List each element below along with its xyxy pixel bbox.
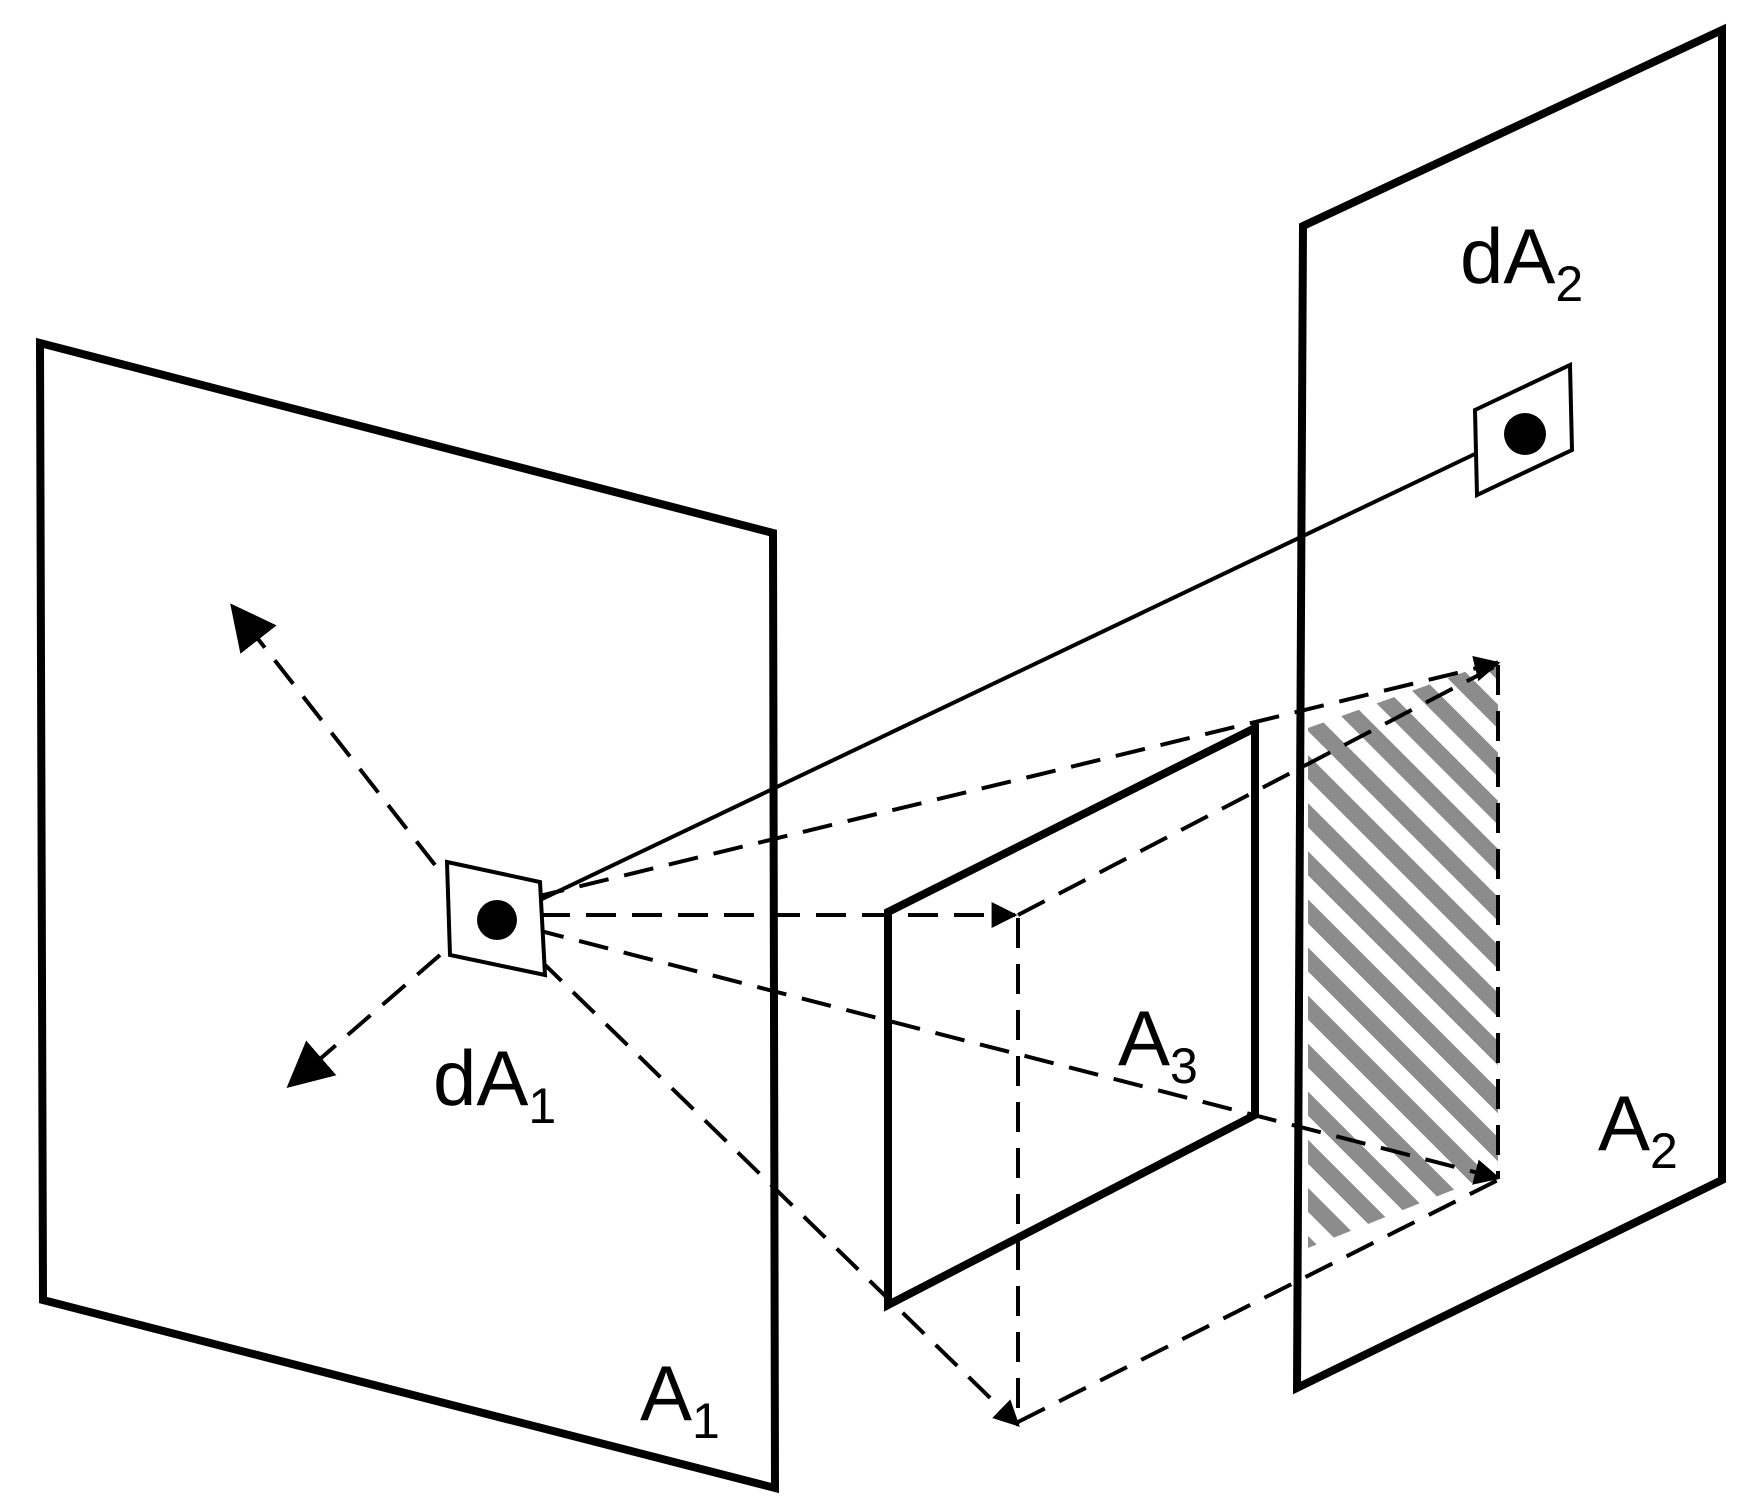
ray-lower	[538, 958, 1020, 1427]
ray-shadow-top	[489, 655, 1501, 910]
plate-a3	[884, 721, 1259, 1312]
shadow-region	[1308, 660, 1498, 1248]
arrow-down-left	[286, 953, 442, 1089]
line-da1-da2	[539, 451, 1478, 902]
plate-a1	[35, 337, 780, 1494]
label-da2: dA2	[1460, 212, 1583, 312]
point-da1	[477, 900, 517, 940]
label-a3: A3	[1118, 994, 1198, 1094]
arrow-up-left	[230, 603, 437, 867]
point-da2	[1504, 413, 1546, 455]
label-da1: dA1	[433, 1034, 556, 1134]
ray-shadow-bottom	[489, 916, 1501, 1185]
label-a2: A2	[1598, 1079, 1678, 1179]
projection-bottom	[1017, 1178, 1499, 1424]
plate-a2	[1292, 23, 1726, 1395]
label-a1: A1	[640, 1349, 720, 1449]
